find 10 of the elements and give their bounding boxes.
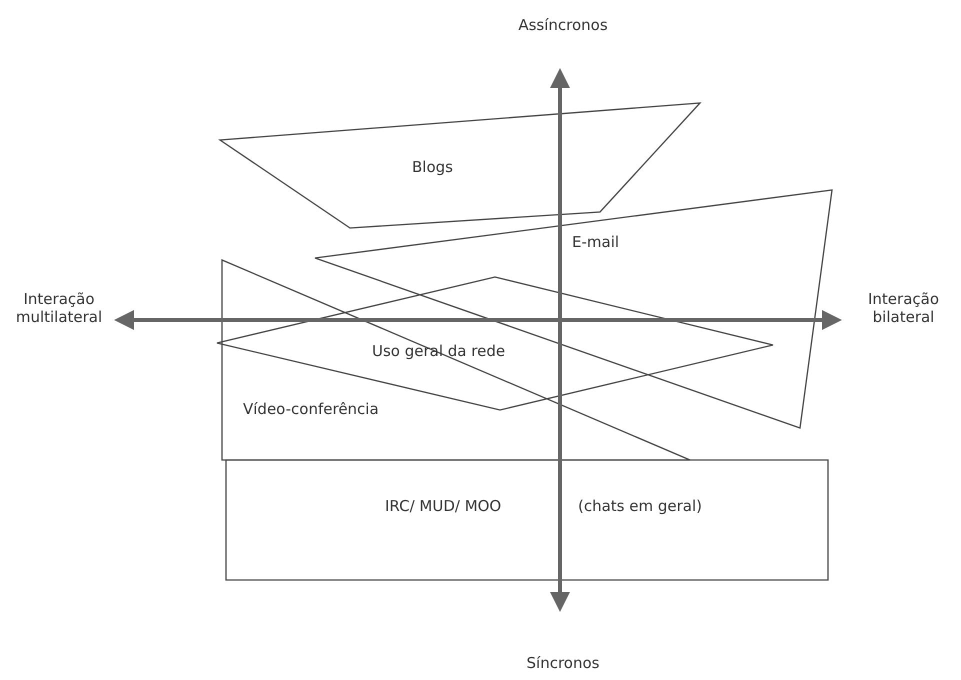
- region-label: (chats em geral): [578, 497, 702, 515]
- axis-label: Interação bilateral: [866, 290, 940, 326]
- region-label: IRC/ MUD/ MOO: [385, 497, 502, 515]
- axis-label: Assíncronos: [517, 16, 609, 34]
- region-label: Uso geral da rede: [372, 342, 506, 360]
- region-label: E-mail: [572, 233, 620, 251]
- axis-label: Síncronos: [526, 654, 600, 672]
- region-label: Blogs: [412, 158, 453, 176]
- region-label: Vídeo-conferência: [243, 400, 379, 418]
- axis-label: Interação multilateral: [14, 290, 104, 326]
